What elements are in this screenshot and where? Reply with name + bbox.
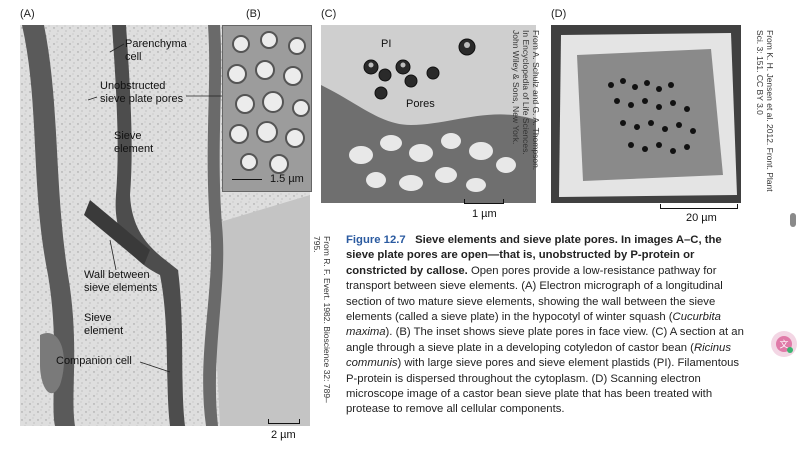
figure-number: Figure 12.7 [346, 234, 406, 246]
scale-label-b: 1.5 µm [270, 173, 304, 185]
scale-bar-c [464, 199, 504, 204]
label-unobstructed-pores: Unobstructed sieve plate pores [100, 80, 184, 105]
label-pores-c: Pores [406, 98, 435, 110]
panel-label-b: (B) [246, 8, 261, 20]
credit-d: From K. H. Jensen et al. 2012. Front. Pl… [755, 30, 775, 192]
micrograph-d-drawing [551, 25, 741, 203]
credit-c: From A. Schulz and G. A. Thompson. In En… [511, 30, 541, 171]
micrograph-b [222, 25, 312, 192]
scrollbar-thumb[interactable] [790, 213, 796, 227]
species-ricinus: Ricinus communis [346, 341, 731, 370]
species-cucurbita: Cucurbita maxima [346, 311, 721, 339]
scale-label-a: 2 µm [271, 429, 296, 441]
caption-text-1: Open pores provide a low-resistance path… [346, 264, 723, 324]
label-pi: PI [381, 38, 392, 50]
panel-label-c: (C) [321, 8, 337, 20]
assistant-button[interactable]: 文 [771, 331, 797, 357]
label-sieve-element-2: Sieve element [84, 312, 124, 337]
scale-bar-a [268, 419, 300, 424]
micrograph-b-drawing [223, 26, 311, 191]
scale-bar-b [232, 179, 262, 180]
figure-caption: Figure 12.7 Sieve elements and sieve pla… [346, 233, 746, 418]
scale-bar-d [660, 204, 738, 209]
label-wall-between: Wall between sieve elements [84, 269, 158, 294]
panel-label-d: (D) [551, 8, 567, 20]
micrograph-c [321, 25, 536, 203]
micrograph-d [551, 25, 741, 203]
label-companion-cell: Companion cell [56, 355, 132, 367]
panel-label-a: (A) [20, 8, 35, 20]
caption-text-2: ). (B) The inset shows sieve plate pores… [346, 326, 744, 354]
svg-text:文: 文 [779, 339, 788, 351]
micrograph-c-drawing [321, 25, 536, 203]
scale-label-d: 20 µm [686, 212, 717, 224]
credit-a: From R. F. Evert. 1982. Bioscience 32: 7… [312, 236, 332, 403]
label-sieve-element-1: Sieve element [114, 130, 154, 155]
caption-text-3: ) with large sieve pores and sieve eleme… [346, 357, 740, 416]
caption-title: Sieve elements and sieve plate pores. In… [346, 234, 722, 277]
assistant-icon: 文 [776, 336, 793, 353]
label-parenchyma-cell: Parenchyma cell [125, 38, 187, 63]
scale-label-c: 1 µm [472, 208, 497, 220]
